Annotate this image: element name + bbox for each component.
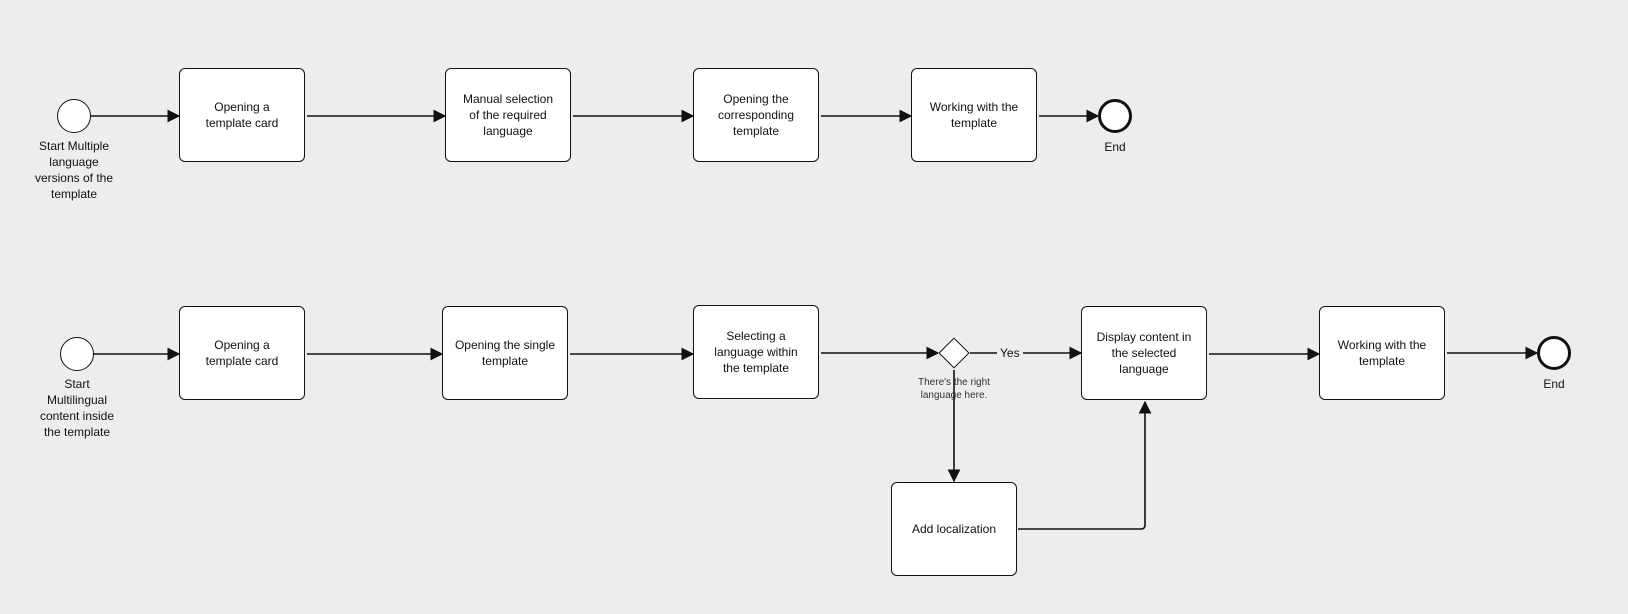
flow2-start-label: Start Multilingual content inside the te… <box>39 377 115 439</box>
flow1-end-event <box>1098 99 1132 133</box>
flow1-task-manual-language-selection: Manual selection of the required languag… <box>445 68 571 162</box>
flow2-task-add-localization: Add localization <box>891 482 1017 576</box>
flow1-task-opening-corresponding-template: Opening the corresponding template <box>693 68 819 162</box>
flow1-start-label: Start Multiple language versions of the … <box>34 139 114 201</box>
flow2-task-label: Selecting a language within the template <box>714 329 798 375</box>
flow1-end-label: End <box>1104 140 1126 154</box>
flow1-task-label: Opening the corresponding template <box>717 92 795 138</box>
flow2-task-opening-template-card: Opening a template card <box>179 306 305 400</box>
flow2-end-event <box>1537 336 1571 370</box>
flow2-task-label: Opening a template card <box>205 338 279 368</box>
flow1-task-label: Manual selection of the required languag… <box>462 92 554 138</box>
flow1-task-opening-template-card: Opening a template card <box>179 68 305 162</box>
flow2-task-label: Display content in the selected language <box>1096 330 1192 376</box>
flow2-task-display-content: Display content in the selected language <box>1081 306 1207 400</box>
flow1-task-label: Opening a template card <box>205 100 279 130</box>
flow2-task-working-with-template: Working with the template <box>1319 306 1445 400</box>
flow2-task-label: Add localization <box>911 522 997 536</box>
flow2-task-selecting-language: Selecting a language within the template <box>693 305 819 399</box>
flow2-end-label: End <box>1543 377 1565 391</box>
flow2-connector-localization-display <box>1018 400 1152 530</box>
flow2-start-event <box>60 337 94 371</box>
flow2-gateway-label: There's the right language here. <box>918 377 990 401</box>
flow2-yes-label: Yes <box>997 346 1023 360</box>
flow1-task-working-with-template: Working with the template <box>911 68 1037 162</box>
flow1-task-label: Working with the template <box>929 100 1019 130</box>
flow2-task-label: Opening the single template <box>454 338 556 368</box>
flow2-task-opening-single-template: Opening the single template <box>442 306 568 400</box>
flow1-start-event <box>57 99 91 133</box>
flow2-task-label: Working with the template <box>1337 338 1427 368</box>
